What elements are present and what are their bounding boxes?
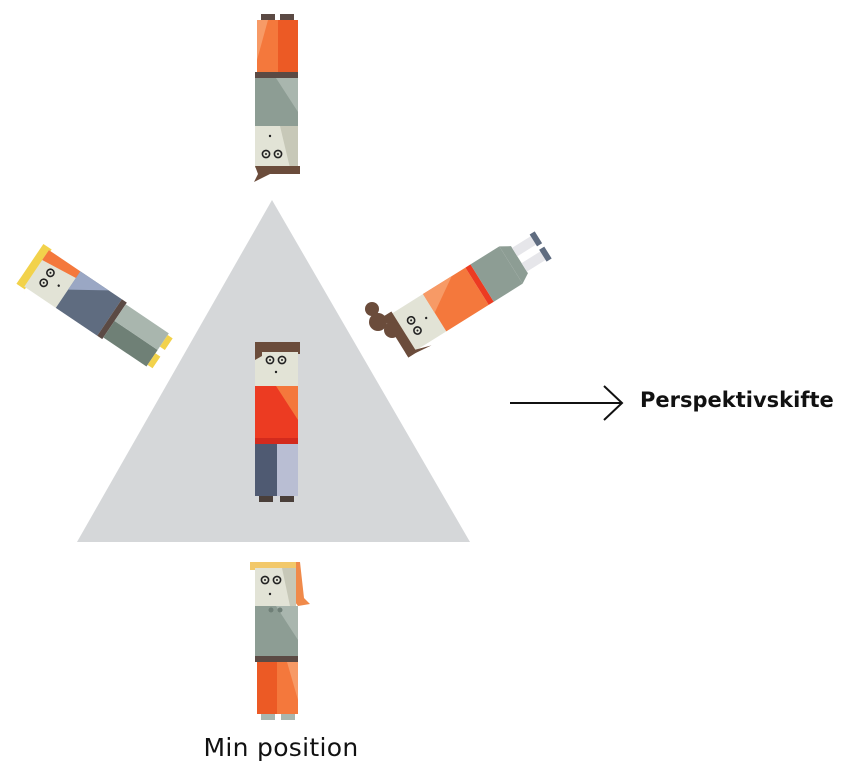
perspektivskifte-caption: Perspektivskifte bbox=[640, 388, 834, 412]
perspective-arrow bbox=[510, 385, 624, 421]
right-figure bbox=[382, 231, 552, 358]
left-figure bbox=[16, 243, 173, 369]
top-figure bbox=[254, 14, 300, 182]
center-figure bbox=[255, 342, 300, 502]
right-figure-hair-buns bbox=[365, 302, 400, 338]
bottom-figure bbox=[250, 562, 310, 720]
min-position-caption: Min position bbox=[203, 733, 359, 762]
